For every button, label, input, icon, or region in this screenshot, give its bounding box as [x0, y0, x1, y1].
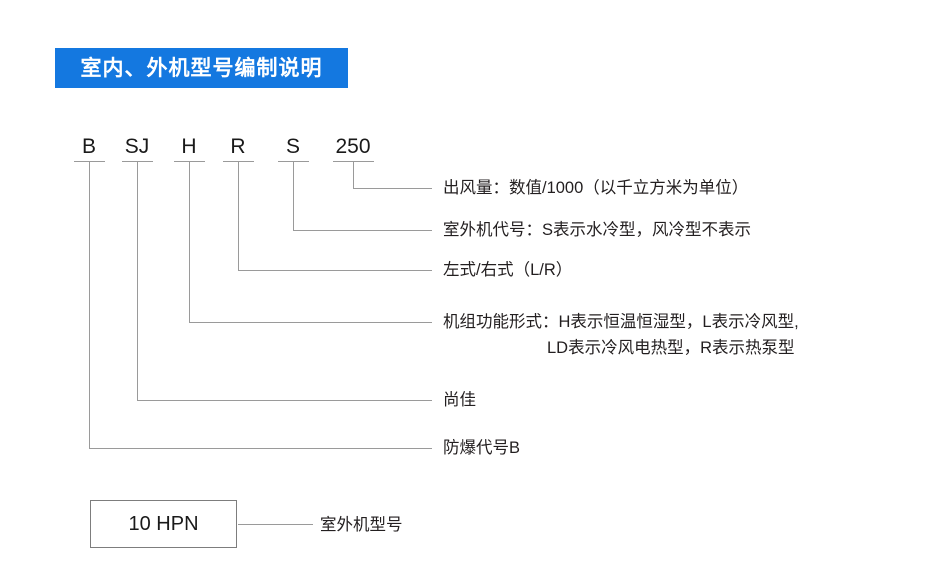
code-segment-4: R [230, 135, 246, 158]
description-function-type-line2: LD表示冷风电热型，R表示热泵型 [547, 339, 795, 357]
page-title: 室内、外机型号编制说明 [80, 56, 323, 80]
leader-vline-outdoor-code [293, 161, 294, 231]
outdoor-unit-model-label: 10 HPN [128, 513, 199, 535]
leader-hline-outdoor-unit [238, 524, 313, 525]
leader-vline-airflow [353, 161, 354, 189]
leader-vline-brand [137, 161, 138, 401]
code-segment-2: SJ [124, 135, 150, 158]
description-outdoor-code: 室外机代号：S表示水冷型，风冷型不表示 [443, 221, 752, 239]
leader-vline-function-type [189, 161, 190, 323]
leader-hline-outdoor-code [293, 230, 432, 231]
leader-hline-brand [137, 400, 432, 401]
section-header-banner: 室内、外机型号编制说明 [55, 48, 348, 88]
code-segment-3: H [181, 135, 197, 158]
description-function-type: 机组功能形式：H表示恒温恒湿型，L表示冷风型, LD表示冷风电热型，R表示热泵型 [443, 309, 799, 361]
description-handedness: 左式/右式（L/R） [443, 261, 573, 279]
leader-vline-handedness [238, 161, 239, 271]
code-segment-5: S [285, 135, 300, 158]
description-brand: 尚佳 [443, 391, 476, 409]
leader-hline-function-type [189, 322, 432, 323]
code-segment-1: B [81, 135, 96, 158]
description-outdoor-unit-model: 室外机型号 [320, 516, 403, 534]
code-segment-6: 250 [335, 135, 371, 158]
outdoor-unit-model-box: 10 HPN [90, 500, 237, 548]
leader-hline-airflow [353, 188, 432, 189]
leader-hline-explosion-code [89, 448, 432, 449]
description-function-type-line1: 机组功能形式：H表示恒温恒湿型，L表示冷风型, [443, 313, 799, 331]
leader-vline-explosion-code [89, 161, 90, 449]
description-airflow: 出风量：数值/1000（以千立方米为单位） [443, 179, 749, 197]
description-explosion-code: 防爆代号B [443, 439, 521, 457]
leader-hline-handedness [238, 270, 432, 271]
